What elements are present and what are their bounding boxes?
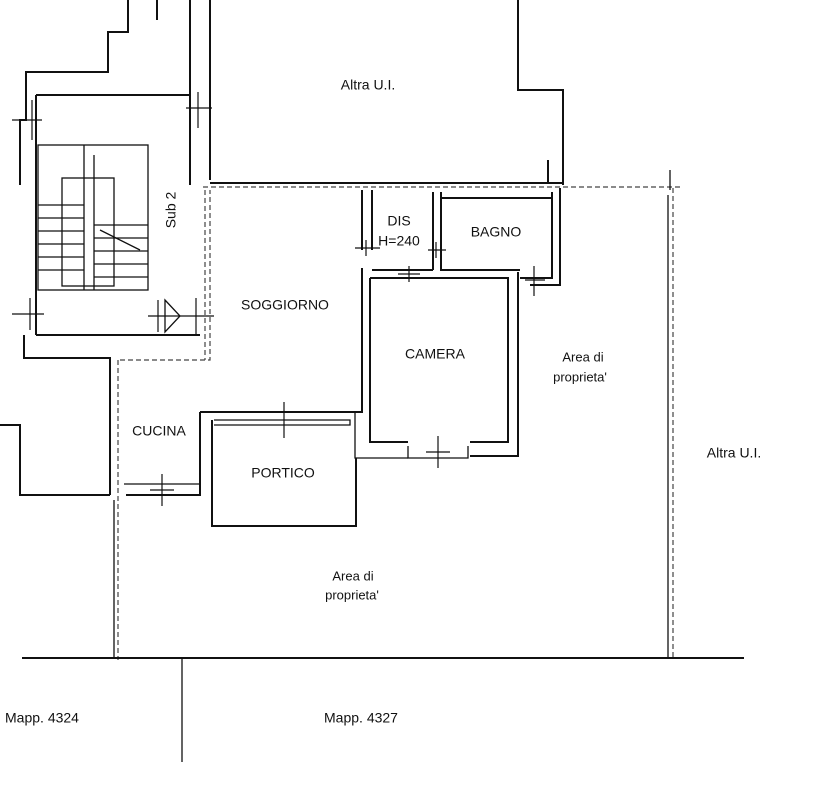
label-sub2: Sub 2 (163, 191, 179, 228)
apartment-walls (0, 188, 674, 660)
stair-block (12, 0, 214, 420)
label-area-right-line1: Area di (562, 349, 603, 364)
label-soggiorno: SOGGIORNO (241, 297, 329, 313)
label-bagno: BAGNO (471, 224, 522, 240)
lot-boundaries (22, 195, 744, 762)
label-area-bottom-line1: Area di (332, 568, 373, 583)
label-dis-height: H=240 (378, 233, 420, 249)
door-marks (150, 240, 545, 506)
stair-treads-left (38, 204, 84, 271)
label-camera: CAMERA (405, 346, 466, 362)
label-mapp-right: Mapp. 4327 (324, 710, 398, 726)
label-altra-ui-right: Altra U.I. (707, 445, 761, 461)
label-altra-ui-top: Altra U.I. (341, 77, 395, 93)
stair-treads-right (94, 224, 148, 278)
label-cucina: CUCINA (132, 423, 186, 439)
label-dis: DIS (387, 213, 410, 229)
label-area-right-line2: proprieta' (553, 369, 607, 384)
label-mapp-left: Mapp. 4324 (5, 710, 79, 726)
label-portico: PORTICO (251, 465, 315, 481)
label-area-bottom-line2: proprieta' (325, 587, 379, 602)
upper-neighbour-outline (203, 0, 680, 190)
